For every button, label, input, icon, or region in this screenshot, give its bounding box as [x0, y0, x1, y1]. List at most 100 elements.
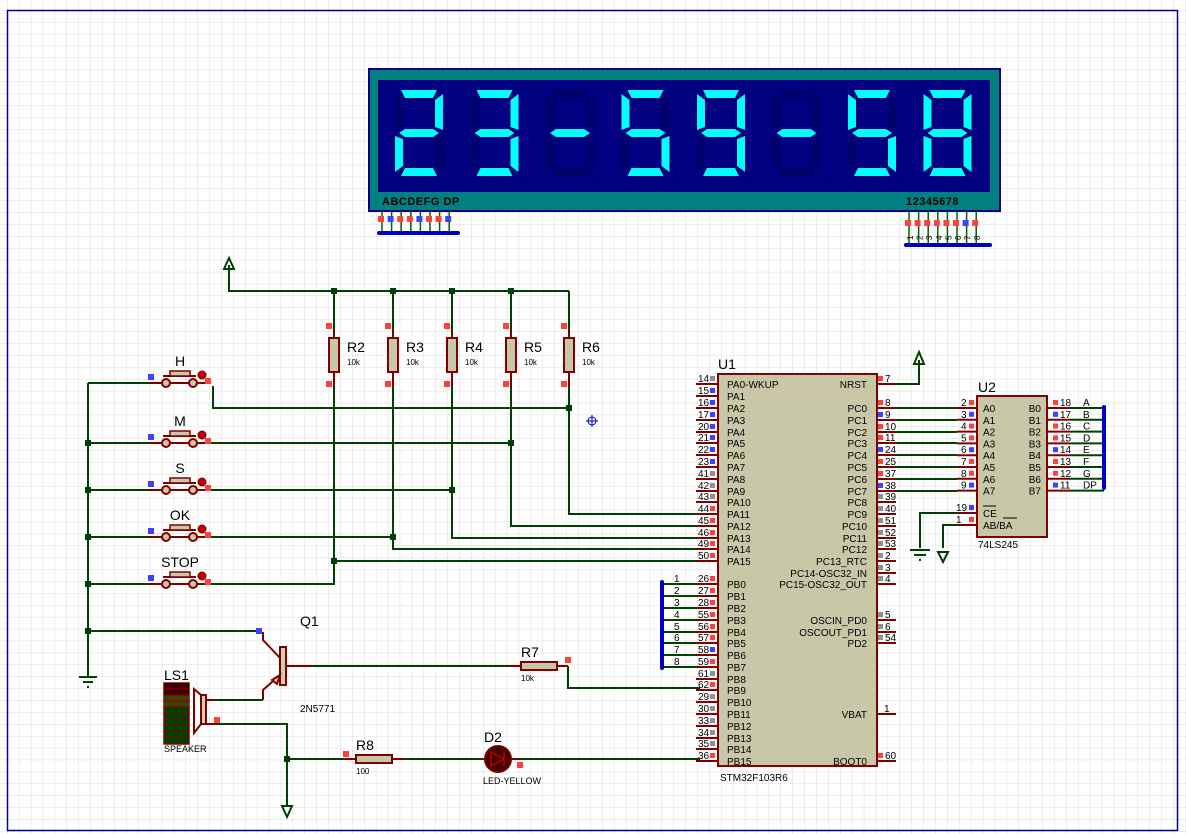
pushbutton-h[interactable]: H: [148, 353, 211, 388]
pushbutton-ok[interactable]: OK: [148, 507, 211, 542]
u2-pin-a0[interactable]: 2A0: [957, 398, 996, 415]
led-d2[interactable]: D2 LED-YELLOW: [482, 729, 542, 786]
pin-name: PA14: [727, 545, 751, 556]
pin-number: 17: [1060, 410, 1072, 421]
u2-pin-a5[interactable]: 7A5: [957, 457, 996, 474]
pushbutton-s[interactable]: S: [148, 460, 211, 495]
u2-pin-a1[interactable]: 3A1: [957, 410, 996, 427]
u2-pin-a2[interactable]: 4A2: [957, 422, 996, 439]
u2-pin-ab-ba[interactable]: 1AB/BA: [956, 515, 1013, 532]
buffer-u2[interactable]: U2 74LS245 2A03A14A25A36A47A58A69A718B0A…: [956, 379, 1104, 551]
pin-name: A0: [983, 404, 996, 415]
segment-dp: [823, 175, 828, 181]
pin-number: 50: [698, 551, 710, 562]
u2-pin-a7[interactable]: 9A7: [957, 481, 996, 498]
pushbutton-stop[interactable]: STOP: [148, 554, 211, 589]
u2-pin-a6[interactable]: 8A6: [957, 469, 996, 486]
pin-name: B5: [1029, 463, 1042, 474]
speaker-ls1[interactable]: LS1 SPEAKER: [163, 667, 220, 754]
transistor-q1[interactable]: Q1 2N5771: [256, 613, 335, 715]
u2-pin-a3[interactable]: 5A3: [957, 433, 996, 450]
pushbutton-m[interactable]: M: [148, 413, 211, 448]
pb-bus: 12345678: [660, 574, 680, 670]
button-label: S: [175, 460, 184, 476]
u2-pin-a4[interactable]: 6A4: [957, 445, 996, 462]
segment-g: [399, 129, 439, 137]
mcu-u1[interactable]: U1 STM32F103R6 14PA0-WKUP15PA116PA217PA3…: [696, 356, 897, 784]
